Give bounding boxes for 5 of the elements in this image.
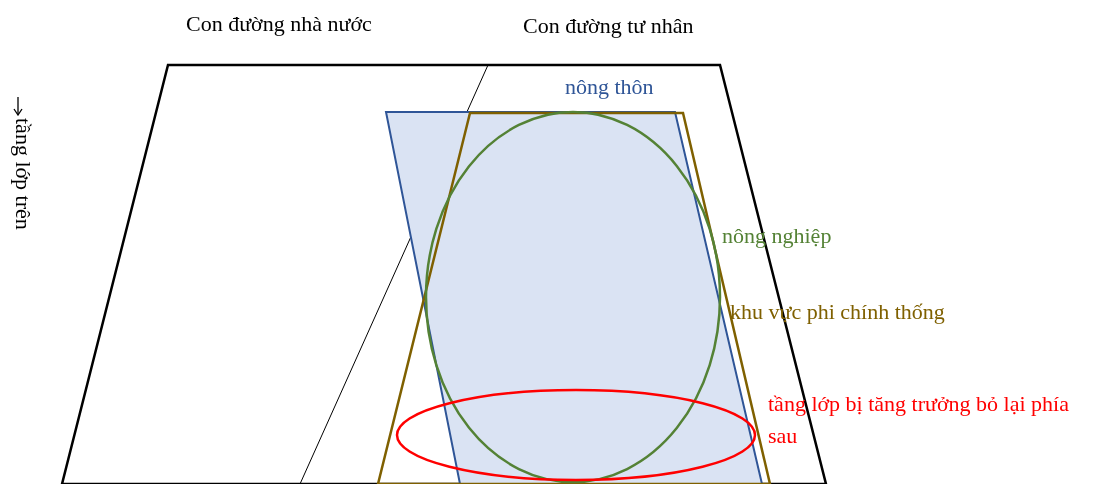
- path-heading: Con đường tư nhân: [523, 12, 694, 40]
- axis-label: tầng lớp trên: [10, 118, 36, 230]
- region-label: nông thôn: [565, 73, 654, 101]
- path-heading: Con đường nhà nước: [186, 10, 372, 38]
- region-label: tầng lớp bị tăng trưởng bỏ lại phía sau: [768, 390, 1070, 450]
